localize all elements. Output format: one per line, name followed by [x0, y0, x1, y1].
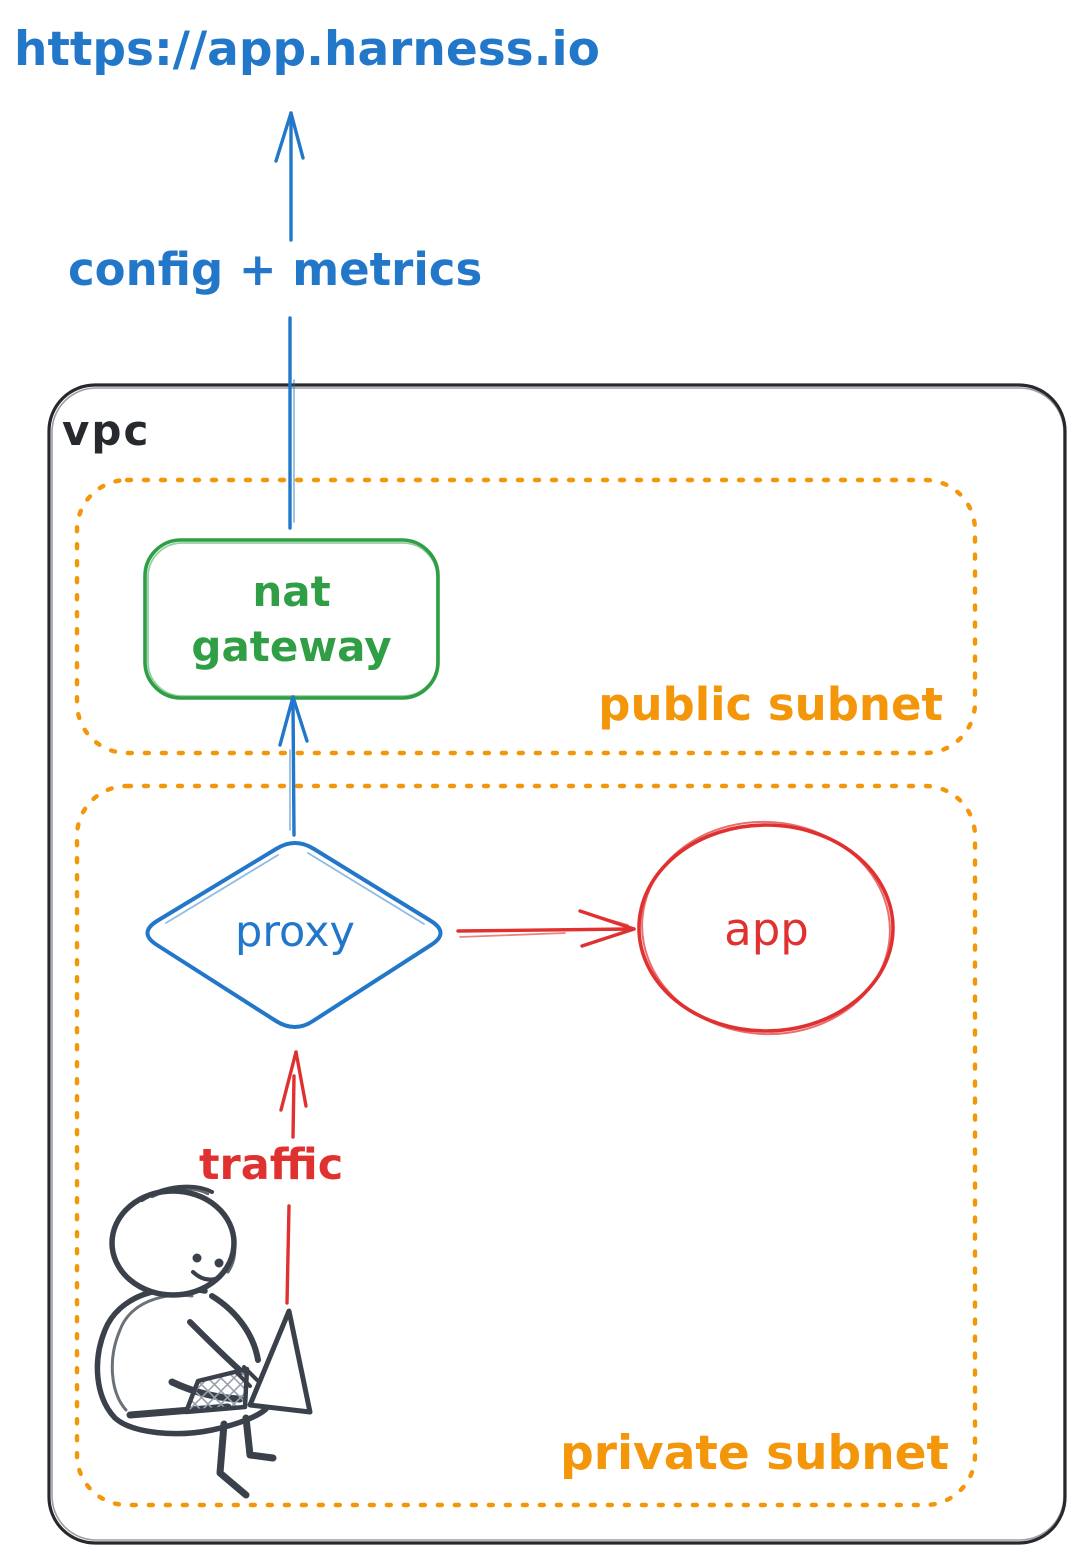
traffic-arrow-label: traffic: [199, 1140, 344, 1190]
arrow-user-traffic: [279, 1050, 308, 1305]
nat-gateway-node-label-text: nat gateway: [191, 566, 392, 671]
config-metrics-arrow-label: config + metrics: [68, 243, 483, 296]
nat-gateway-node-label: nat gateway: [145, 540, 438, 698]
arrow-nat-to-url: [274, 111, 305, 530]
app-circle: [637, 820, 895, 1036]
arrow-proxy-to-app: [456, 909, 636, 948]
public-subnet-border: [74, 477, 978, 756]
vpc-container-border: [47, 383, 1067, 1545]
private-subnet-border: [74, 783, 978, 1508]
private-subnet-label: private subnet: [560, 1426, 949, 1481]
proxy-diamond: [145, 841, 443, 1029]
public-subnet-label: public subnet: [598, 678, 943, 731]
vpc-container-label: vpc: [62, 406, 151, 455]
person-with-laptop-illustration: [94, 1184, 313, 1499]
arrow-proxy-to-nat: [278, 695, 309, 837]
proxy-node-label: proxy: [235, 907, 355, 957]
app-node-label: app: [724, 903, 809, 956]
external-url-label: https://app.harness.io: [14, 22, 600, 77]
